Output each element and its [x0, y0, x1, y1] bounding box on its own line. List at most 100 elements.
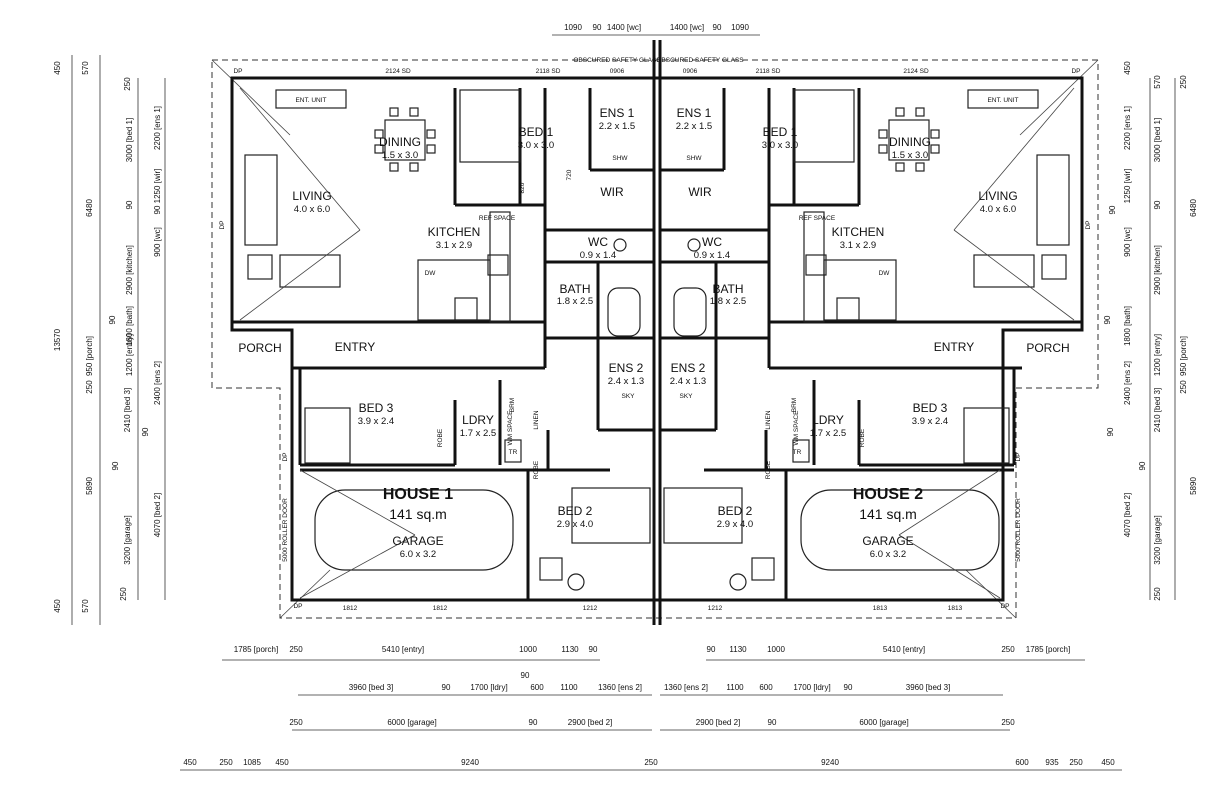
room-name-ens2: ENS 2: [671, 361, 706, 375]
dw-label: DW: [879, 270, 891, 277]
dp-label: DP: [1071, 68, 1080, 75]
svg-text:570: 570: [1153, 75, 1162, 89]
dp-label: DP: [1085, 220, 1092, 229]
tr-label: TR: [793, 449, 802, 456]
roller-door-label: 5000 ROLLER DOOR: [1015, 498, 1022, 562]
room-name-garage: GARAGE: [392, 534, 443, 548]
room-size-ens2: 2.4 x 1.3: [670, 376, 706, 387]
svg-text:600: 600: [1015, 758, 1029, 767]
house-1-fixtures: [244, 89, 651, 591]
house-area: 141 sq.m: [389, 506, 447, 522]
armchair: [247, 254, 273, 280]
svg-text:1090: 1090: [731, 23, 749, 32]
sky-label: SKY: [679, 393, 693, 400]
room-size-dining: 1.5 x 3.0: [892, 150, 928, 161]
room-size-wc: 0.9 x 1.4: [694, 250, 730, 261]
car: [314, 489, 514, 571]
linen-label: LINEN: [533, 410, 540, 429]
svg-text:3960 [bed 3]: 3960 [bed 3]: [349, 683, 393, 692]
house-2-labels: DINING 1.5 x 3.0 LIVING 4.0 x 6.0 KITCHE…: [656, 57, 1092, 612]
window-label: 2124 SD: [903, 68, 929, 75]
house-1-walls: [232, 88, 654, 600]
room-size-living: 4.0 x 6.0: [980, 204, 1016, 215]
sofa: [279, 254, 341, 288]
house-1-labels: DINING 1.5 x 3.0 LIVING 4.0 x 6.0 KITCHE…: [219, 57, 661, 612]
svg-text:3200 [garage]: 3200 [garage]: [123, 515, 132, 564]
window-label: 1813: [948, 605, 963, 612]
svg-text:1100: 1100: [560, 683, 578, 692]
room-size-bath: 1.8 x 2.5: [557, 296, 593, 307]
house-title: HOUSE 1: [383, 486, 453, 503]
obscured-glass-label: OBSCURED SAFETY GLASS: [573, 57, 661, 64]
svg-text:1800 [bath]: 1800 [bath]: [125, 306, 134, 346]
svg-text:3960 [bed 3]: 3960 [bed 3]: [906, 683, 950, 692]
ref-space-label: REF SPACE: [799, 215, 836, 222]
outer-wall: [230, 76, 1084, 602]
roller-door-label: 5000 ROLLER DOOR: [282, 498, 289, 562]
svg-text:2900 [bed 2]: 2900 [bed 2]: [568, 718, 612, 727]
svg-text:1700 [ldry]: 1700 [ldry]: [793, 683, 830, 692]
bathtub: [607, 287, 641, 337]
house-title: HOUSE 2: [853, 486, 923, 503]
window-label: 0906: [610, 68, 625, 75]
house-2-fixtures: [663, 89, 1070, 591]
svg-text:6480: 6480: [1189, 199, 1198, 217]
window-label: 2118 SD: [536, 68, 561, 75]
svg-text:1090: 1090: [564, 23, 582, 32]
window-label: 1812: [343, 605, 358, 612]
room-size-ens1: 2.2 x 1.5: [599, 121, 635, 132]
robe-label: ROBE: [859, 428, 866, 447]
svg-text:250: 250: [1179, 75, 1188, 89]
svg-text:2400 [ens 2]: 2400 [ens 2]: [153, 361, 162, 405]
svg-text:450: 450: [183, 758, 197, 767]
svg-text:90: 90: [593, 23, 602, 32]
svg-text:250: 250: [219, 758, 233, 767]
room-size-kitchen: 3.1 x 2.9: [436, 240, 472, 251]
room-name-bath: BATH: [712, 282, 743, 296]
dp-label: DP: [293, 603, 302, 610]
ent-unit: [275, 89, 347, 109]
svg-text:1000: 1000: [519, 645, 537, 654]
dp-label: DP: [1000, 603, 1009, 610]
svg-text:90: 90: [153, 205, 162, 214]
window-label: 1212: [708, 605, 723, 612]
svg-text:250: 250: [123, 77, 132, 91]
room-name-wc: WC: [702, 235, 722, 249]
svg-text:5890: 5890: [1189, 477, 1198, 495]
room-name-wc: WC: [588, 235, 608, 249]
svg-text:1085: 1085: [243, 758, 261, 767]
svg-text:9240: 9240: [461, 758, 479, 767]
dims-top: 1090 90 1400 [wc] 1400 [wc] 90 1090: [552, 23, 760, 36]
robe-label: ROBE: [533, 460, 540, 479]
svg-text:450: 450: [1123, 61, 1132, 75]
dims-left: 450 570 250 2200 [ens 1] 3000 [bed 1] 90…: [53, 55, 166, 625]
robe-label: ROBE: [437, 428, 444, 447]
room-name-living: LIVING: [978, 189, 1017, 203]
svg-text:4070 [bed 2]: 4070 [bed 2]: [153, 493, 162, 537]
room-size-kitchen: 3.1 x 2.9: [840, 240, 876, 251]
svg-text:90: 90: [1153, 200, 1162, 209]
svg-text:950 [porch]: 950 [porch]: [85, 336, 94, 376]
room-name-dining: DINING: [889, 135, 931, 149]
sofa: [244, 154, 278, 246]
dw-label: DW: [425, 270, 437, 277]
dp-label: DP: [233, 68, 242, 75]
shw-label: SHW: [612, 155, 628, 162]
roof-hip-line: [211, 59, 291, 136]
room-name-wir: WIR: [688, 185, 712, 199]
svg-text:600: 600: [530, 683, 544, 692]
dining-table: [384, 119, 426, 161]
svg-text:250: 250: [289, 718, 303, 727]
robe-label: ROBE: [765, 460, 772, 479]
window-label: 1212: [583, 605, 598, 612]
svg-text:1800 [bath]: 1800 [bath]: [1123, 306, 1132, 346]
svg-text:2410 [bed 3]: 2410 [bed 3]: [1153, 388, 1162, 432]
room-name-kitchen: KITCHEN: [428, 225, 481, 239]
ent-unit-label: ENT. UNIT: [295, 97, 326, 104]
svg-text:250: 250: [1153, 587, 1162, 601]
room-size-ens1: 2.2 x 1.5: [676, 121, 712, 132]
sky-label: SKY: [621, 393, 635, 400]
kitchen-island: [417, 259, 491, 321]
toilet: [613, 238, 627, 252]
svg-text:2400 [ens 2]: 2400 [ens 2]: [1123, 361, 1132, 405]
